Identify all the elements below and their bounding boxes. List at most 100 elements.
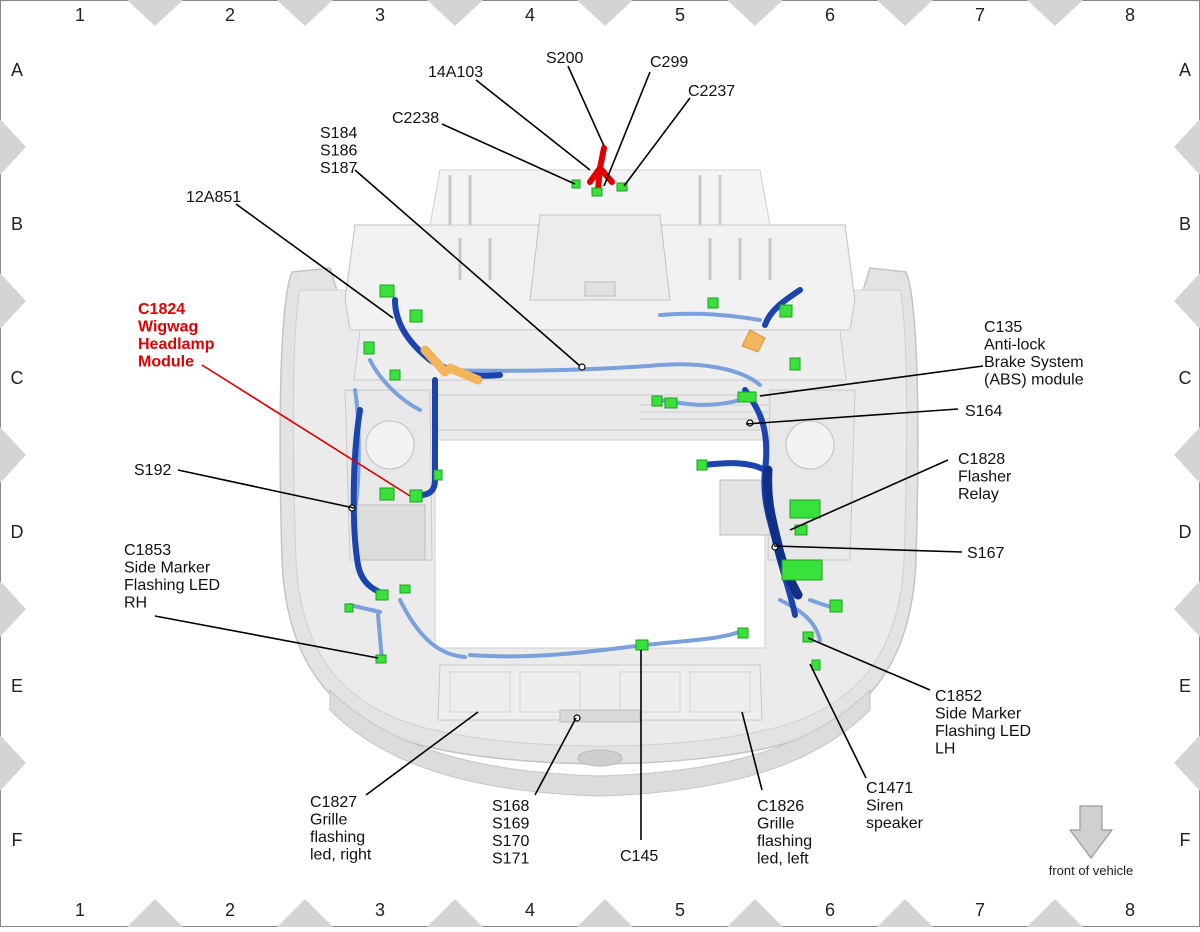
label-c135-abs-module-line-1: Anti-lock bbox=[984, 337, 1046, 354]
frame-triangle-top-6 bbox=[1027, 0, 1083, 26]
down-arrow-icon bbox=[1068, 805, 1114, 859]
label-c2237-line-0: C2237 bbox=[688, 83, 735, 100]
frame-triangle-right-1 bbox=[1174, 273, 1200, 329]
frame-triangle-bottom-0 bbox=[127, 899, 183, 927]
label-c1853-side-marker-rh-line-2: Flashing LED bbox=[124, 577, 220, 594]
label-c135-abs-module-line-3: (ABS) module bbox=[984, 372, 1084, 389]
label-c1824-wigwag-headlamp-module-line-3: Module bbox=[138, 354, 194, 371]
label-s168-s171-line-3: S171 bbox=[492, 851, 529, 868]
grid-row-left-C: C bbox=[11, 368, 24, 388]
frame-triangle-right-3 bbox=[1174, 581, 1200, 637]
grid-column-top-5: 5 bbox=[675, 5, 685, 25]
label-14a103: 14A103 bbox=[428, 64, 483, 81]
label-s168-s171-line-2: S170 bbox=[492, 833, 529, 850]
frame-triangle-top-3 bbox=[577, 0, 633, 26]
label-s167: S167 bbox=[967, 545, 1004, 562]
front-of-vehicle-text: front of vehicle bbox=[1049, 863, 1134, 878]
frame-triangle-left-0 bbox=[0, 119, 26, 175]
frame-triangle-bottom-1 bbox=[277, 899, 333, 927]
label-12a851-line-0: 12A851 bbox=[186, 189, 241, 206]
frame-triangle-bottom-5 bbox=[877, 899, 933, 927]
label-s200-line-0: S200 bbox=[546, 50, 583, 67]
frame-triangle-top-0 bbox=[127, 0, 183, 26]
front-of-vehicle-indicator: front of vehicle bbox=[1049, 805, 1134, 878]
label-s167-line-0: S167 bbox=[967, 545, 1004, 562]
grid-row-left-F: F bbox=[12, 830, 23, 850]
frame-triangle-left-2 bbox=[0, 427, 26, 483]
label-c299-line-0: C299 bbox=[650, 54, 688, 71]
label-s184-s186-s187-line-2: S187 bbox=[320, 160, 357, 177]
grid-row-right-F: F bbox=[1180, 830, 1191, 850]
label-s168-s171-line-0: S168 bbox=[492, 798, 529, 815]
grid-column-top-7: 7 bbox=[975, 5, 985, 25]
grid-column-bottom-5: 5 bbox=[675, 900, 685, 920]
label-c1828-flasher-relay-line-1: Flasher bbox=[958, 469, 1012, 486]
label-s192-line-0: S192 bbox=[134, 462, 171, 479]
grid-row-right-B: B bbox=[1179, 214, 1191, 234]
label-c1853-side-marker-rh-line-0: C1853 bbox=[124, 542, 171, 559]
label-c1826-grille-left-line-0: C1826 bbox=[757, 798, 804, 815]
label-c1824-wigwag-headlamp-module-line-2: Headlamp bbox=[138, 336, 215, 353]
label-s164: S164 bbox=[965, 403, 1002, 420]
label-c2237: C2237 bbox=[688, 83, 735, 100]
grid-column-top-3: 3 bbox=[375, 5, 385, 25]
label-14a103-line-0: 14A103 bbox=[428, 64, 483, 81]
grid-column-bottom-8: 8 bbox=[1125, 900, 1135, 920]
label-s200: S200 bbox=[546, 50, 583, 67]
frame-triangle-right-4 bbox=[1174, 735, 1200, 791]
frame-triangle-right-0 bbox=[1174, 119, 1200, 175]
label-c1471-siren-speaker-line-2: speaker bbox=[866, 815, 924, 832]
frame-triangle-right-2 bbox=[1174, 427, 1200, 483]
frame-triangle-bottom-4 bbox=[727, 899, 783, 927]
grid-column-bottom-1: 1 bbox=[75, 900, 85, 920]
label-c1853-side-marker-rh-line-3: RH bbox=[124, 595, 147, 612]
frame-triangle-top-1 bbox=[277, 0, 333, 26]
grid-column-top-1: 1 bbox=[75, 5, 85, 25]
label-c135-abs-module-line-2: Brake System bbox=[984, 354, 1084, 371]
grid-column-bottom-3: 3 bbox=[375, 900, 385, 920]
grid-row-left-E: E bbox=[11, 676, 23, 696]
label-c2238: C2238 bbox=[392, 110, 439, 127]
label-c135-abs-module-line-0: C135 bbox=[984, 319, 1022, 336]
grid-row-left-B: B bbox=[11, 214, 23, 234]
frame-triangle-bottom-3 bbox=[577, 899, 633, 927]
frame-triangle-left-1 bbox=[0, 273, 26, 329]
label-c1853-side-marker-rh-line-1: Side Marker bbox=[124, 560, 211, 577]
label-c1852-side-marker-lh-line-1: Side Marker bbox=[935, 706, 1022, 723]
frame-triangle-top-4 bbox=[727, 0, 783, 26]
grid-column-top-6: 6 bbox=[825, 5, 835, 25]
frame-triangle-top-5 bbox=[877, 0, 933, 26]
grid-column-top-8: 8 bbox=[1125, 5, 1135, 25]
label-c299: C299 bbox=[650, 54, 688, 71]
label-c1827-grille-right-line-3: led, right bbox=[310, 847, 372, 864]
label-s184-s186-s187-line-0: S184 bbox=[320, 125, 357, 142]
frame-triangle-top-2 bbox=[427, 0, 483, 26]
label-s192: S192 bbox=[134, 462, 171, 479]
grid-column-bottom-7: 7 bbox=[975, 900, 985, 920]
grid-column-bottom-4: 4 bbox=[525, 900, 535, 920]
label-c1824-wigwag-headlamp-module-line-1: Wigwag bbox=[138, 319, 198, 336]
grid-row-left-D: D bbox=[11, 522, 24, 542]
label-c1827-grille-right-line-1: Grille bbox=[310, 812, 347, 829]
label-12a851: 12A851 bbox=[186, 189, 241, 206]
label-s184-s186-s187-line-1: S186 bbox=[320, 143, 357, 160]
label-s164-line-0: S164 bbox=[965, 403, 1002, 420]
grid-row-right-E: E bbox=[1179, 676, 1191, 696]
grid-column-top-4: 4 bbox=[525, 5, 535, 25]
label-c145-line-0: C145 bbox=[620, 848, 658, 865]
label-c1471-siren-speaker-line-0: C1471 bbox=[866, 780, 913, 797]
leader-lines bbox=[154, 65, 984, 840]
label-c1852-side-marker-lh-line-3: LH bbox=[935, 741, 955, 758]
label-c1828-flasher-relay-line-2: Relay bbox=[958, 486, 999, 503]
label-c145: C145 bbox=[620, 848, 658, 865]
